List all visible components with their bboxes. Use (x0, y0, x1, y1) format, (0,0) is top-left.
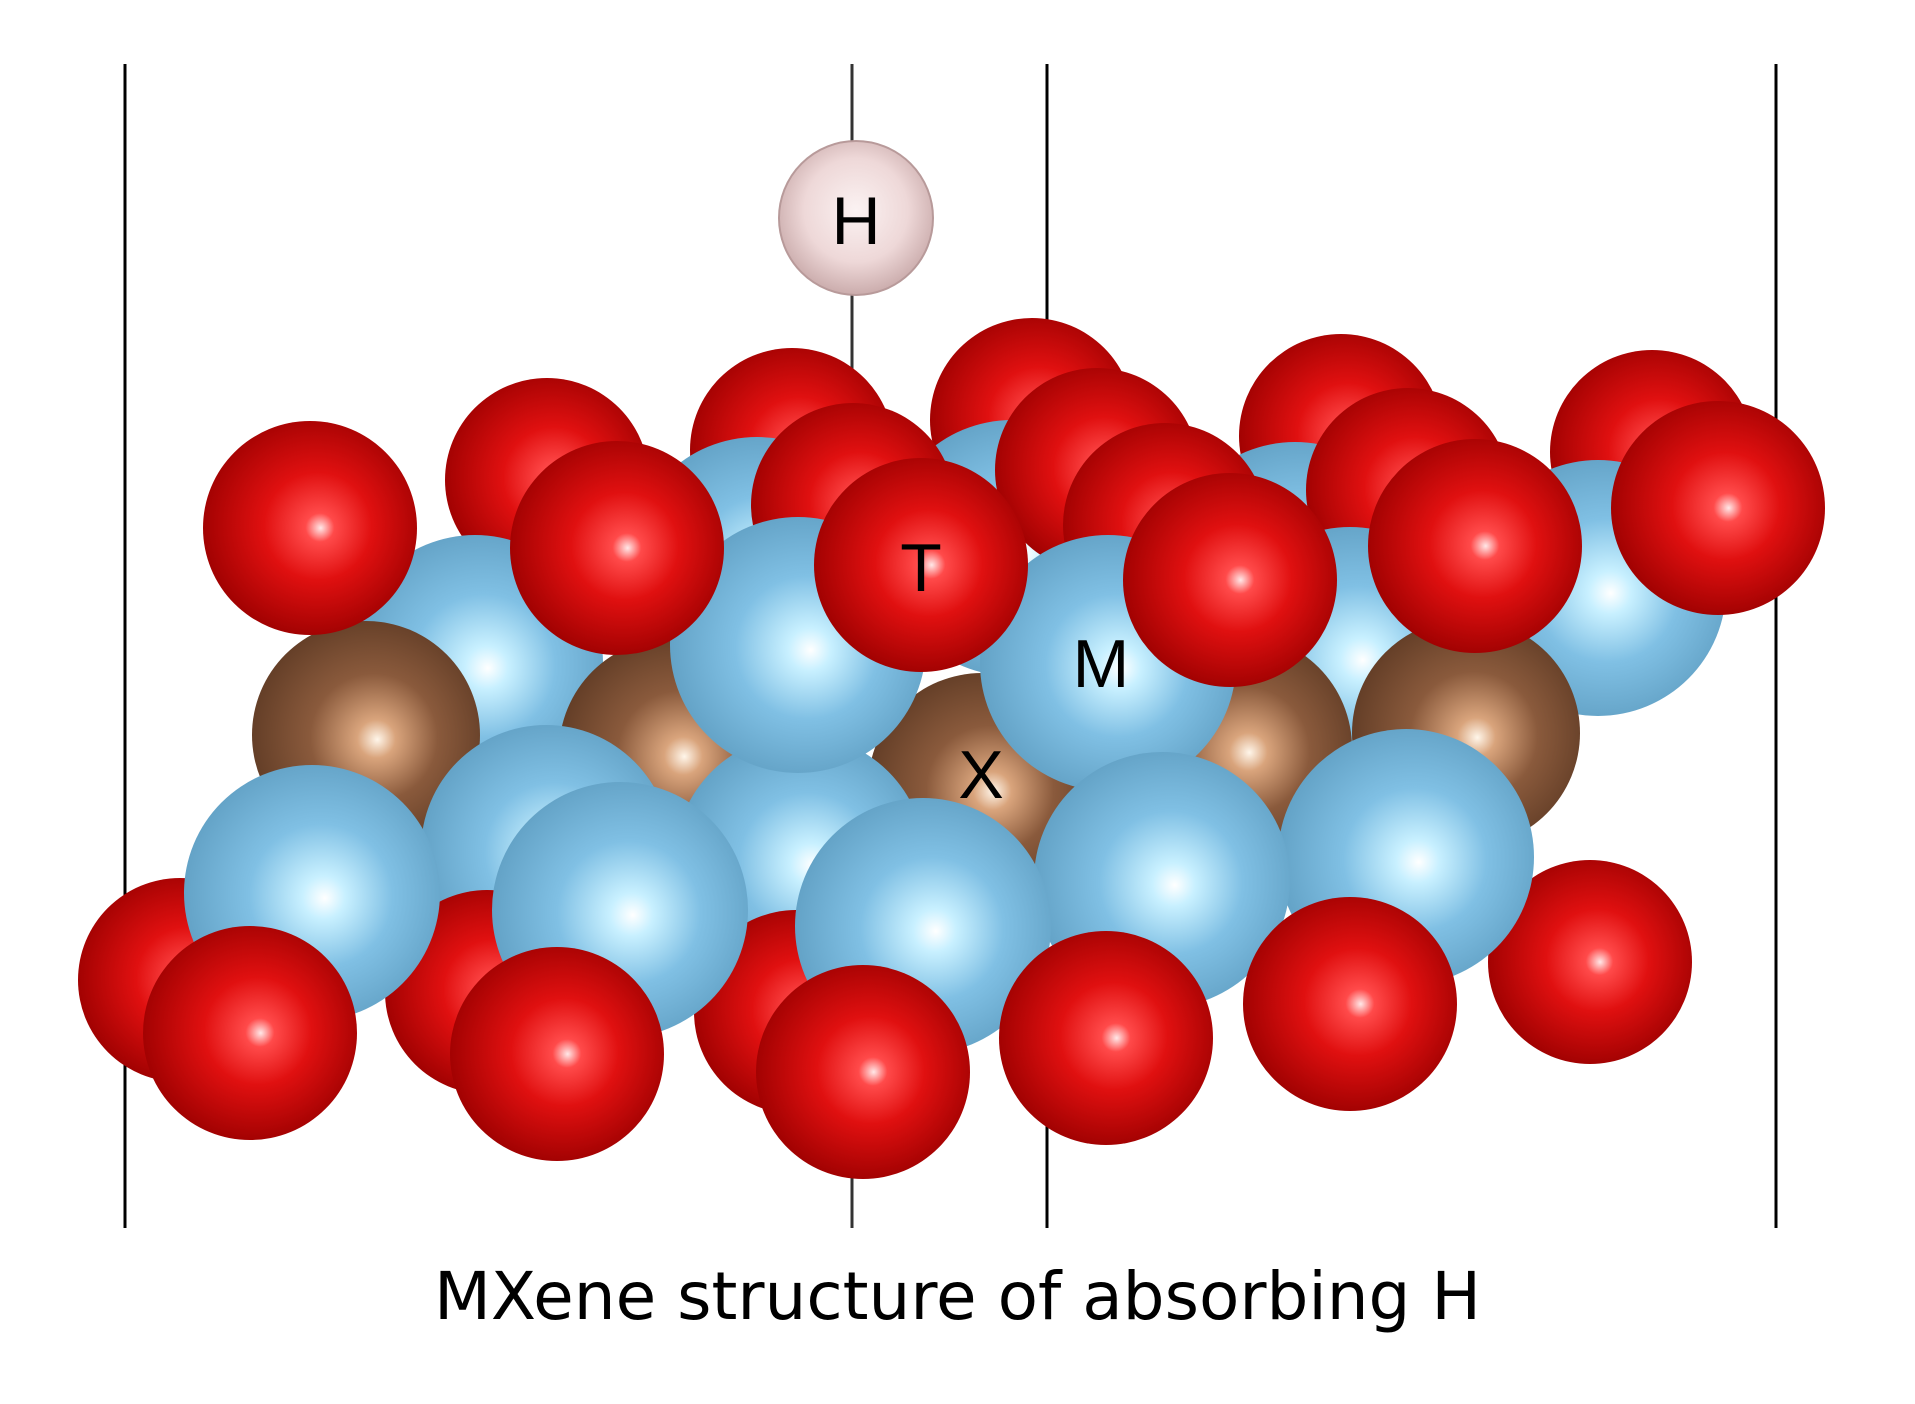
hydrogen-atom (778, 140, 934, 296)
oxygen-atom (1611, 401, 1825, 615)
oxygen-atom (756, 965, 970, 1179)
oxygen-top-front-row (203, 401, 1825, 687)
label-carbon: X (958, 737, 1003, 813)
oxygen-atom (1368, 439, 1582, 653)
oxygen-bottom-front-row (143, 897, 1457, 1179)
oxygen-atom (450, 947, 664, 1161)
oxygen-atom (203, 421, 417, 635)
figure-caption: MXene structure of absorbing H (433, 1258, 1482, 1335)
label-metal: M (1073, 626, 1130, 702)
oxygen-atom (510, 441, 724, 655)
label-termination: T (900, 530, 942, 606)
oxygen-atom (999, 931, 1213, 1145)
oxygen-atom (1488, 860, 1692, 1064)
label-hydrogen: H (831, 183, 880, 259)
oxygen-atom (1243, 897, 1457, 1111)
oxygen-atom (1123, 473, 1337, 687)
oxygen-atom (814, 458, 1028, 672)
oxygen-atom (143, 926, 357, 1140)
